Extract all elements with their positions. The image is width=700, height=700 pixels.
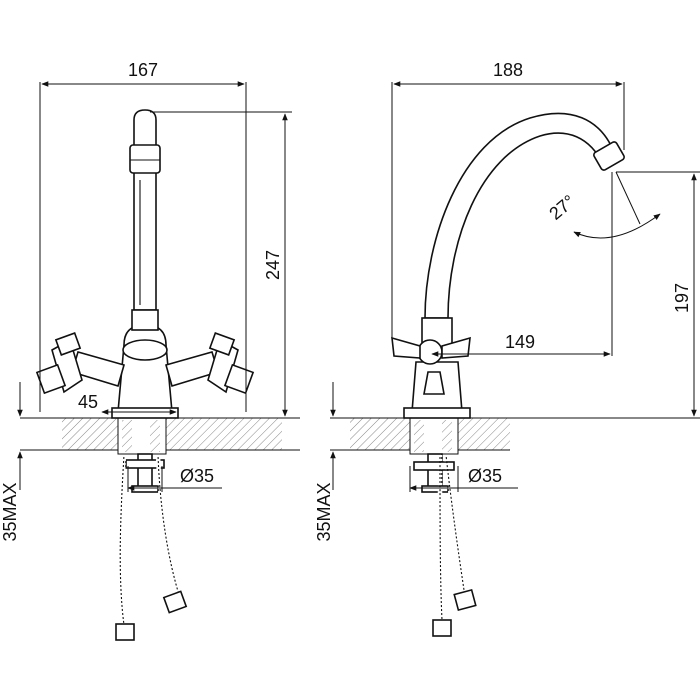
- front-supply-hose-left: [115, 454, 135, 641]
- front-left-handle: [35, 332, 125, 395]
- front-handle-offset-label: 45: [78, 392, 98, 412]
- side-countertop-dimension: 35MAX: [314, 382, 336, 542]
- side-angle-dimension: 27°: [545, 171, 661, 239]
- side-height-dimension: 197: [616, 171, 700, 417]
- side-height-label: 197: [672, 283, 692, 313]
- front-width-dimension: 167: [39, 60, 247, 412]
- side-angle-label: 27°: [545, 191, 579, 224]
- front-faucet-body: [111, 309, 179, 419]
- side-spout: [424, 112, 625, 319]
- side-spout-reach-dimension: 149: [431, 172, 613, 357]
- side-countertop-label: 35MAX: [314, 482, 334, 541]
- side-countertop: [330, 417, 700, 455]
- side-supply-hose-back: [443, 454, 477, 612]
- side-hole-diameter-dimension: Ø35: [409, 466, 518, 492]
- front-countertop-dimension: 35MAX: [0, 382, 23, 542]
- front-view: 167 247 45 Ø35 35MAX: [0, 60, 300, 641]
- side-width-label: 188: [493, 60, 523, 80]
- front-handle-offset-dimension: 45: [78, 392, 177, 415]
- front-countertop: [20, 417, 300, 455]
- front-width-label: 167: [128, 60, 158, 80]
- front-countertop-label: 35MAX: [0, 482, 20, 541]
- front-spout: [129, 109, 161, 311]
- side-faucet-body: [403, 317, 471, 419]
- side-hole-diameter-label: Ø35: [468, 466, 502, 486]
- front-supply-hose-right: [155, 454, 188, 614]
- front-height-label: 247: [263, 250, 283, 280]
- front-right-handle: [165, 332, 255, 395]
- front-height-dimension: 247: [150, 111, 292, 417]
- side-spout-reach-label: 149: [505, 332, 535, 352]
- side-supply-hose-front: [432, 454, 452, 637]
- front-hole-diameter-label: Ø35: [180, 466, 214, 486]
- front-hole-diameter-dimension: Ø35: [127, 466, 222, 492]
- side-width-dimension: 188: [391, 60, 625, 340]
- side-view: 188 197 149 27° Ø35: [314, 60, 700, 637]
